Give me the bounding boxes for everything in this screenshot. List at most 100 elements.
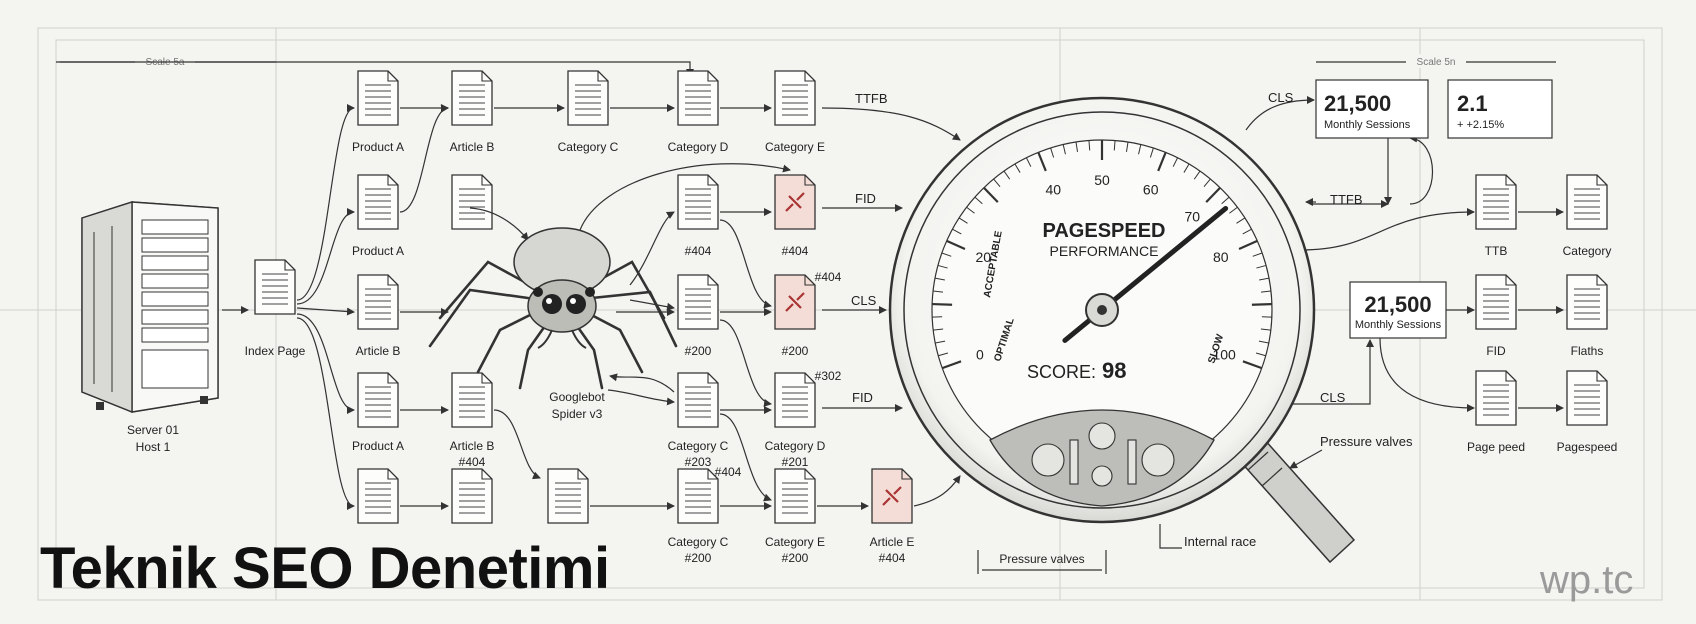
gauge-minor-tick xyxy=(1229,206,1238,214)
doc-article-b-3 xyxy=(357,274,399,330)
scale-right-label: Scale 5n xyxy=(1417,57,1456,68)
googlebot-spider xyxy=(428,227,678,390)
metric-fid-2: FID xyxy=(852,390,873,405)
doc-index-page xyxy=(254,259,296,315)
gauge-minor-tick xyxy=(1075,141,1079,152)
gauge-tick-label-80: 80 xyxy=(1213,249,1229,265)
gauge-minor-tick xyxy=(1003,170,1011,180)
doc-flaths xyxy=(1566,274,1608,330)
gauge-minor-tick xyxy=(1088,140,1091,151)
gauge-minor-tick xyxy=(933,290,944,293)
metric-cls-bottom: CLS xyxy=(1320,390,1346,405)
doc-product-a-2 xyxy=(357,174,399,230)
stat-box-2: 2.1 + +2.15% xyxy=(1447,79,1553,139)
gauge-tick-label-60: 60 xyxy=(1143,181,1159,197)
wire-x1 xyxy=(719,219,772,309)
gauge-minor-tick xyxy=(1260,290,1271,293)
doc-article-b-4 xyxy=(451,372,493,428)
gauge-minor-tick xyxy=(937,264,948,269)
gauge-major-tick xyxy=(932,302,953,306)
label-product-a-4: Product A xyxy=(352,439,404,453)
label-category-right: Category xyxy=(1563,244,1612,258)
wire-cls-top xyxy=(1245,96,1315,131)
annotation-internal-race: Internal race xyxy=(1184,534,1256,549)
label-category-c-5: Category C xyxy=(668,535,729,549)
metric-ttfb-top: TTFB xyxy=(855,91,888,106)
gauge-mechanism-window xyxy=(989,409,1215,507)
annotation-pressure-valves-2: Pressure valves xyxy=(999,552,1084,566)
wire-x2 xyxy=(719,319,772,407)
gauge-major-tick xyxy=(946,239,966,250)
metric-fid-1: FID xyxy=(855,191,876,206)
label-category-c-4-code: #203 xyxy=(685,455,712,469)
label-article-b-4: Article B xyxy=(450,439,495,453)
gauge-tick-label-50: 50 xyxy=(1094,172,1110,188)
doc-unlabeled-2 xyxy=(357,468,399,524)
stat-2-label: + +2.15% xyxy=(1457,119,1504,131)
gauge-minor-tick xyxy=(1258,340,1269,344)
node-labels: Index Page Product A Article B Category … xyxy=(245,140,1618,565)
gauge-minor-tick xyxy=(1236,217,1246,224)
wire-r2-up xyxy=(399,104,449,213)
stat-1-value: 21,500 xyxy=(1324,91,1391,116)
doc-product-a-1 xyxy=(357,70,399,126)
wire-spider-out xyxy=(579,163,791,231)
page-title: Teknik SEO Denetimi xyxy=(40,536,610,601)
label-category-c-1: Category C xyxy=(558,140,619,154)
gauge-minor-tick xyxy=(934,277,945,281)
gauge-tick-label-20: 20 xyxy=(975,249,991,265)
wire-ttfb xyxy=(821,107,961,141)
wire-r4-b xyxy=(493,409,541,480)
server-units xyxy=(141,219,209,389)
doc-404-c4 xyxy=(677,174,719,230)
gauge-major-tick xyxy=(1242,360,1263,370)
wire-index-r2 xyxy=(296,208,355,305)
spider-version: Spider v3 xyxy=(552,407,603,421)
gauge-major-tick xyxy=(1157,151,1167,172)
brand-logo-text: wp.tc xyxy=(1540,558,1634,602)
gauge-minor-tick xyxy=(1256,264,1267,269)
label-flaths: Flaths xyxy=(1571,344,1604,358)
label-product-a-2: Product A xyxy=(352,244,404,258)
doc-ttb xyxy=(1475,174,1517,230)
doc-pagespeed-right xyxy=(1566,370,1608,426)
wire-stat3-pp xyxy=(1379,337,1475,412)
wire-cls-bottom xyxy=(1280,339,1374,405)
gauge-minor-tick xyxy=(1138,144,1142,155)
doc-unlabeled-1 xyxy=(451,174,493,230)
gauge-minor-tick xyxy=(938,352,949,357)
doc-category-d-1 xyxy=(677,70,719,126)
gauge-title: PAGESPEED xyxy=(1043,220,1166,242)
label-pagespeed-right: Pagespeed xyxy=(1557,440,1618,454)
page-documents xyxy=(254,70,1608,524)
annotations: Pressure valves Pressure valves Internal… xyxy=(977,434,1413,574)
gauge-minor-tick xyxy=(1252,252,1263,257)
doc-unlabeled-4 xyxy=(547,468,589,524)
gauge-score: SCORE: 98 xyxy=(1027,358,1127,383)
doc-200-c4 xyxy=(677,274,719,330)
gauge-minor-tick xyxy=(952,228,962,235)
gauge-major-tick xyxy=(1205,186,1221,203)
wire-spider-c4b xyxy=(629,299,675,311)
gauge-minor-tick xyxy=(1193,170,1201,180)
server-name: Server 01 xyxy=(127,423,179,437)
gauge-minor-tick xyxy=(958,217,968,224)
doc-category-right xyxy=(1566,174,1608,230)
gauge-major-tick xyxy=(1238,239,1258,250)
label-article-b-3: Article B xyxy=(356,344,401,358)
gauge-minor-tick xyxy=(1242,228,1252,235)
gauge-minor-tick xyxy=(1183,163,1190,173)
tag-404-b: #404 xyxy=(715,465,742,479)
gauge-minor-tick xyxy=(1014,163,1021,173)
wire-index-r5 xyxy=(296,317,355,510)
label-200-c4: #200 xyxy=(685,344,712,358)
doc-200-c5 xyxy=(774,274,816,330)
label-category-c-4: Category C xyxy=(668,439,729,453)
stat-3-value: 21,500 xyxy=(1364,292,1431,317)
gauge-minor-tick xyxy=(1221,196,1230,205)
stat-1-label: Monthly Sessions xyxy=(1324,119,1411,131)
gauge-minor-tick xyxy=(993,178,1001,188)
wire-index-r1 xyxy=(296,104,355,301)
